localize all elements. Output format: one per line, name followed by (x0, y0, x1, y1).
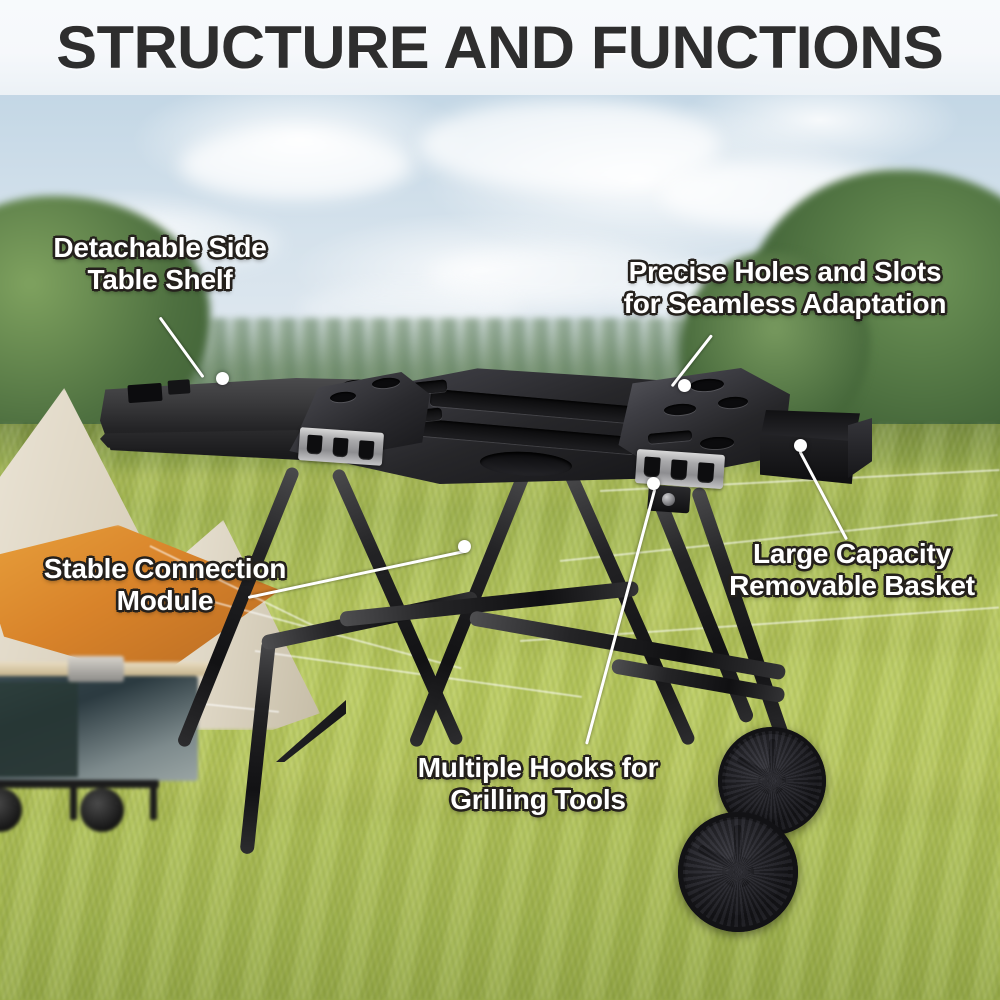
callout-label-precise-holes-and-slots: Precise Holes and Slots for Seamless Ada… (623, 256, 947, 319)
basket-front-wall (760, 434, 856, 484)
leader-dot-precise-holes-and-slots (678, 379, 691, 392)
title-banner: STRUCTURE AND FUNCTIONS (0, 0, 1000, 95)
wheel-spoke (770, 775, 809, 803)
hook (332, 437, 349, 458)
wagon-wheel (80, 788, 124, 832)
wheel-hub (758, 767, 786, 795)
wheel-spoke (769, 739, 776, 779)
hook (643, 456, 661, 478)
wheel-spoke (769, 779, 776, 819)
leader-dot-detachable-side-table-shelf (216, 372, 229, 385)
wheel-front (678, 812, 798, 932)
wagon-leg (70, 780, 77, 820)
wheel-spoke (736, 775, 775, 803)
cloud (430, 245, 710, 305)
wheel-spoke (736, 844, 779, 874)
wagon-axle (0, 780, 159, 788)
leg-left-vertical (239, 639, 276, 855)
hook (358, 440, 375, 461)
leader-dot-large-capacity-removable-basket (794, 439, 807, 452)
wagon-body-panel (0, 682, 78, 777)
cloud (420, 100, 720, 190)
hook (306, 434, 323, 455)
wheel-rim (678, 812, 798, 932)
wheel-spoke (736, 866, 779, 896)
shelf-notch (167, 379, 191, 395)
wheel-spoke (734, 825, 742, 870)
callout-label-detachable-side-table-shelf: Detachable Side Table Shelf (53, 232, 267, 295)
hook (670, 459, 688, 481)
hook-bracket-left (297, 427, 385, 466)
wagon-leg (150, 780, 157, 820)
page-title: STRUCTURE AND FUNCTIONS (56, 14, 944, 81)
leader-dot-stable-connection-module (458, 540, 471, 553)
wheel-spoke (697, 844, 740, 874)
leader-dot-multiple-hooks (647, 477, 660, 490)
wagon-lantern (68, 656, 124, 682)
background-wagon (0, 656, 210, 832)
wheel-spoke (770, 755, 809, 783)
wagon-wheel (0, 788, 22, 832)
wheel-spoke (734, 870, 742, 915)
hook (697, 462, 715, 484)
wheel-spoke (736, 755, 775, 783)
wheel-spoke (697, 866, 740, 896)
foot-brace-left (276, 700, 346, 762)
callout-label-stable-connection-module: Stable Connection Module (43, 553, 287, 616)
basket-side-wall (848, 418, 872, 478)
large-capacity-removable-basket (760, 410, 872, 484)
cloud (180, 130, 410, 200)
shelf-notch (127, 382, 163, 404)
clamp-knob (662, 493, 675, 506)
callout-label-multiple-hooks: Multiple Hooks for Grilling Tools (417, 752, 659, 815)
callout-label-large-capacity-removable-basket: Large Capacity Removable Basket (729, 538, 975, 601)
wheel-hub (722, 856, 754, 888)
